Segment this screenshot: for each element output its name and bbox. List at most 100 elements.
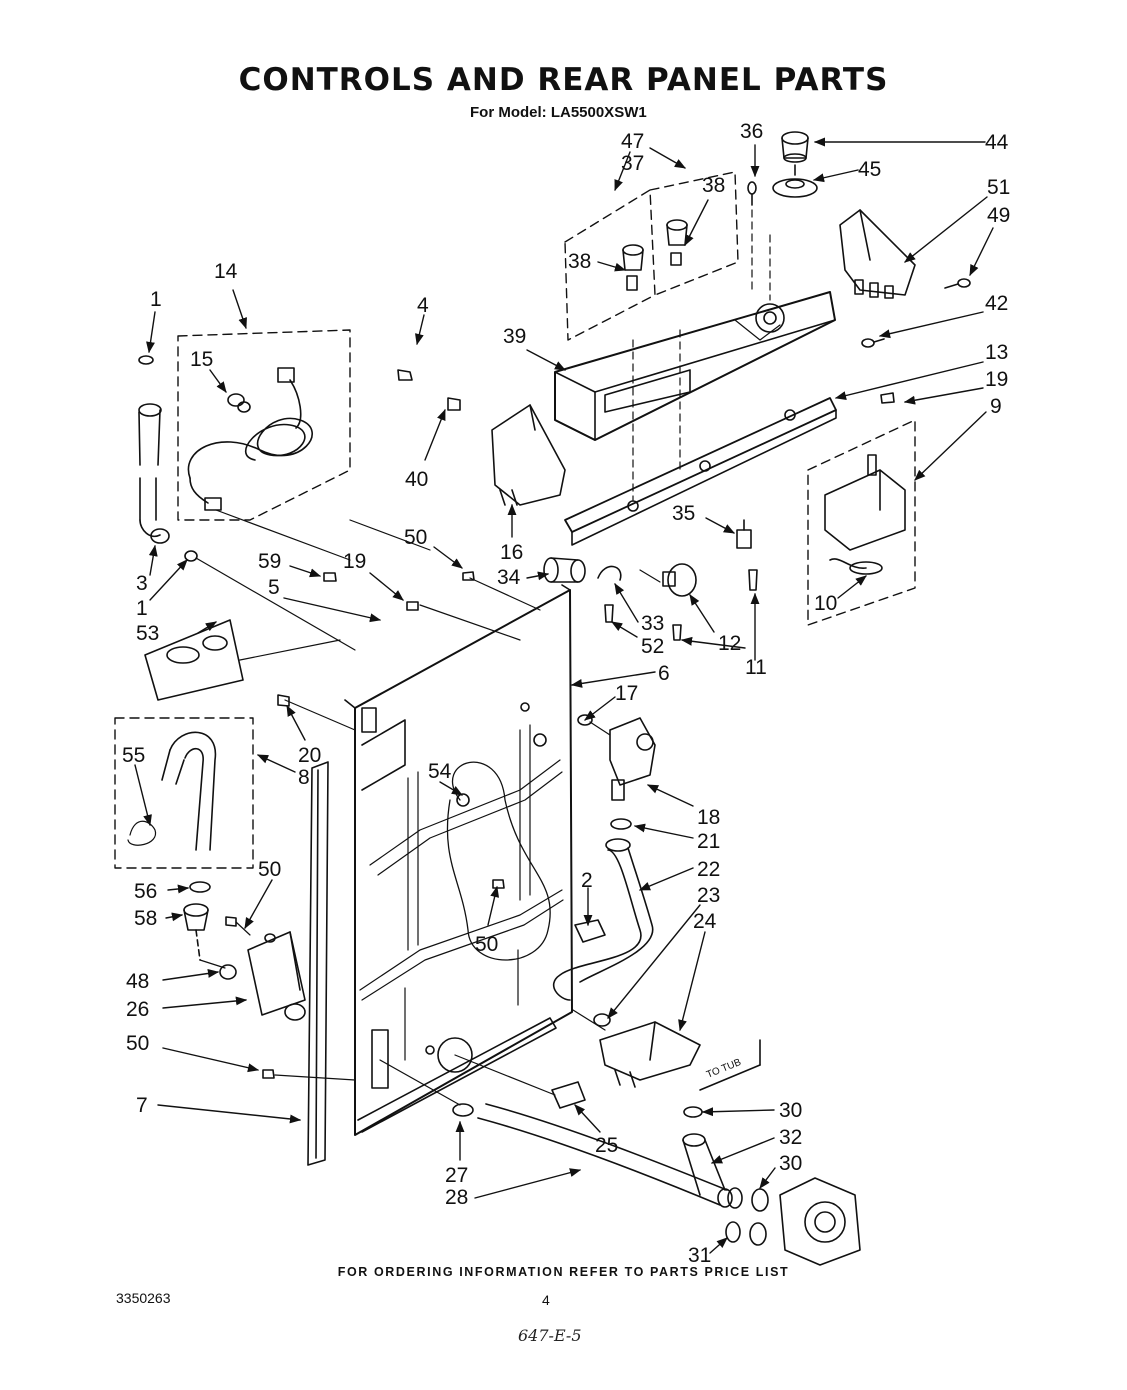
drain-hose-28 (452, 1103, 733, 1208)
box-8-outline (114, 717, 254, 869)
page-title: CONTROLS AND REAR PANEL PARTS (238, 62, 889, 98)
part-label-26: 26 (126, 998, 149, 1021)
part-label-49: 49 (987, 204, 1010, 227)
switch-12 (662, 563, 697, 597)
box-37-outline (564, 189, 656, 341)
handwritten-code: 647-E-5 (518, 1326, 582, 1345)
bracket-53 (144, 619, 244, 701)
inlet-hose-left (138, 355, 198, 562)
part-label-7: 7 (136, 1094, 148, 1117)
bracket-2 (574, 919, 606, 943)
valve-18 (577, 714, 656, 801)
model-subtitle: For Model: LA5500XSW1 (470, 104, 647, 121)
part-label-25: 25 (595, 1134, 618, 1157)
console-assembly (554, 209, 837, 546)
page-number: 4 (542, 1292, 550, 1308)
part-label-17: 17 (615, 682, 638, 705)
part-label-50-bottom: 50 (126, 1032, 149, 1055)
part-label-55: 55 (122, 744, 145, 767)
air-dome-24 (599, 1021, 701, 1088)
clamp-48 (219, 964, 237, 980)
part-label-8: 8 (298, 766, 310, 789)
part-label-32: 32 (779, 1126, 802, 1149)
clip-25 (551, 1081, 586, 1109)
part-label-45: 45 (858, 158, 881, 181)
ordering-info-note: FOR ORDERING INFORMATION REFER TO PARTS … (337, 1265, 790, 1279)
shield-16 (491, 404, 566, 506)
part-label-59: 59 (258, 550, 281, 573)
power-cord (187, 367, 313, 511)
to-tub-label: TO TUB (705, 1057, 743, 1081)
part-label-51: 51 (987, 176, 1010, 199)
part-label-56: 56 (134, 880, 157, 903)
part-label-50-top: 50 (404, 526, 427, 549)
rear-panel (344, 584, 573, 1136)
part-label-35: 35 (672, 502, 695, 525)
part-label-11: 11 (745, 656, 767, 679)
part-label-37: 37 (621, 152, 644, 175)
trim-strip (307, 761, 329, 1166)
part-label-3: 3 (136, 572, 148, 595)
part-label-48: 48 (126, 970, 149, 993)
part-label-18: 18 (697, 806, 720, 829)
part-label-15: 15 (190, 348, 213, 371)
part-label-30-upper: 30 (779, 1099, 802, 1122)
part-label-5: 5 (268, 576, 280, 599)
part-label-28: 28 (445, 1186, 468, 1209)
part-label-31: 31 (688, 1244, 711, 1267)
part-label-50-panel: 50 (475, 933, 498, 956)
fill-hose-22 (553, 818, 654, 1027)
part-label-6: 6 (658, 662, 670, 685)
document-number: 3350263 (116, 1290, 171, 1306)
timer-9 (824, 454, 906, 575)
coupling-58 (183, 903, 209, 961)
part-label-10: 10 (814, 592, 837, 615)
part-label-23: 23 (697, 884, 720, 907)
switch-51 (839, 209, 916, 299)
part-label-2: 2 (581, 869, 593, 892)
part-label-42: 42 (985, 292, 1008, 315)
pump-26 (247, 931, 306, 1021)
screws (225, 369, 895, 1079)
part-number-labels: 44 36 47 37 45 38 51 49 38 14 42 1 4 39 … (122, 120, 1010, 1267)
part-label-1-lower: 1 (136, 597, 148, 620)
part-label-34: 34 (497, 566, 521, 589)
part-label-4: 4 (417, 294, 429, 317)
tub-hose-32 (682, 1039, 861, 1266)
skirt-45 (772, 164, 818, 198)
knob-44 (781, 131, 809, 163)
box-14-outline (177, 329, 351, 521)
clip-33 (597, 565, 622, 581)
part-label-21: 21 (697, 830, 720, 853)
part-label-38-upper: 38 (702, 174, 725, 197)
part-label-16: 16 (500, 541, 523, 564)
part-label-24: 24 (693, 910, 717, 933)
part-label-47: 47 (621, 130, 644, 153)
screw-42 (861, 338, 885, 348)
part-label-58: 58 (134, 907, 157, 930)
assembly-outlines (114, 171, 916, 869)
part-label-40: 40 (405, 468, 428, 491)
part-label-20: 20 (298, 744, 321, 767)
switch-35 (736, 519, 752, 549)
knob-38a (622, 244, 644, 291)
leader-lines (195, 509, 661, 1106)
part-label-27: 27 (445, 1164, 468, 1187)
part-label-44: 44 (985, 131, 1009, 154)
clamp-56 (189, 881, 211, 893)
label-arrows (134, 137, 994, 1254)
part-label-19-right: 19 (985, 368, 1008, 391)
part-label-38-lower: 38 (568, 250, 591, 273)
screw-49 (944, 278, 971, 289)
part-label-54: 54 (428, 760, 452, 783)
part-label-30-lower: 30 (779, 1152, 802, 1175)
part-label-19-left: 19 (343, 550, 366, 573)
part-label-9: 9 (990, 395, 1002, 418)
part-label-50-pump: 50 (258, 858, 281, 881)
part-label-13: 13 (985, 341, 1008, 364)
part-label-1-upper: 1 (150, 288, 162, 311)
part-label-22: 22 (697, 858, 720, 881)
knob-38b (666, 219, 688, 266)
